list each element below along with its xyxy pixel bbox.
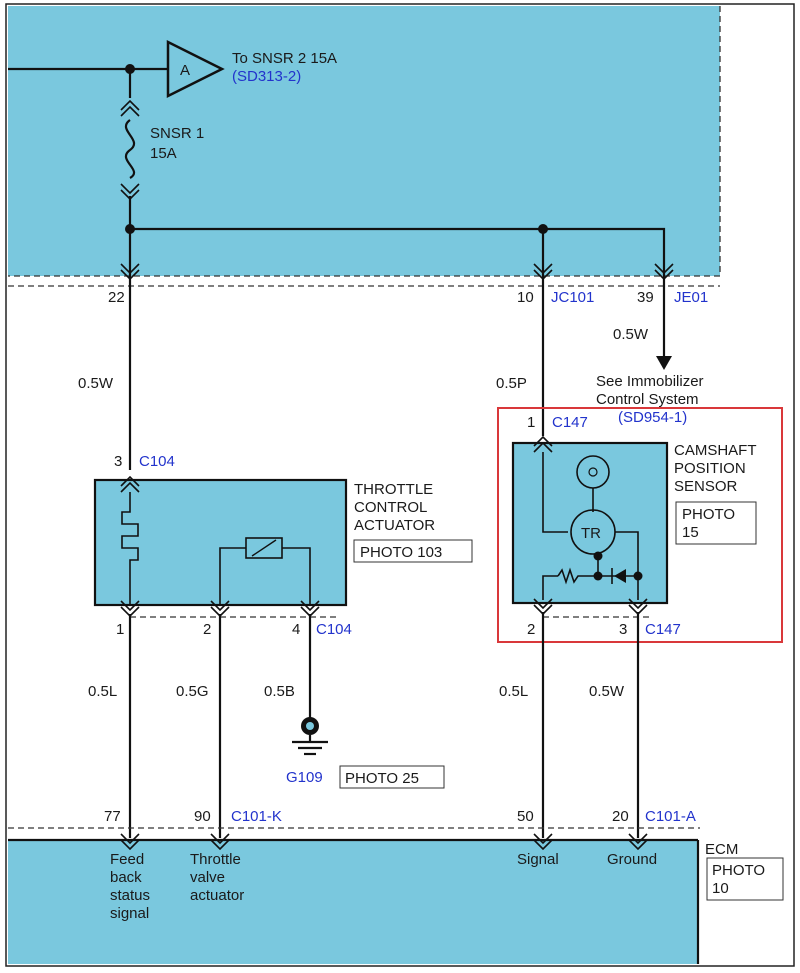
ecm-pin20: 20	[612, 808, 629, 825]
wire-39-note-line2: Control System	[596, 391, 699, 408]
ecm-photo-line1[interactable]: PHOTO	[712, 862, 765, 879]
solenoid-icon	[219, 537, 311, 605]
wire-10-color: 0.5P	[496, 375, 527, 392]
wire-10-connector[interactable]: JC101	[551, 289, 594, 306]
ground-name[interactable]: G109	[286, 769, 323, 786]
ecm-label77-line4: signal	[110, 905, 149, 922]
ecm-label90-line1: Throttle	[190, 851, 241, 868]
camshaft-color2: 0.5L	[499, 683, 528, 700]
connector-a-ref[interactable]: (SD313-2)	[232, 68, 301, 85]
camshaft-highlight	[497, 407, 783, 643]
ecm-label90-line2: valve	[190, 869, 225, 886]
wire-10-terminal-icon	[533, 263, 553, 281]
throttle-photo[interactable]: PHOTO 103	[360, 544, 442, 561]
camshaft-title-line3: SENSOR	[674, 478, 738, 495]
ground-photo[interactable]: PHOTO 25	[345, 770, 419, 787]
camshaft-tr-label: TR	[581, 525, 601, 542]
ecm-label77-line1: Feed	[110, 851, 144, 868]
camshaft-title-line1: CAMSHAFT	[674, 442, 757, 459]
ecm-pin77-terminal-icon	[120, 833, 140, 851]
wire-22-color: 0.5W	[78, 375, 114, 392]
ecm-label77-line2: back	[110, 869, 142, 886]
power-panel	[8, 6, 720, 276]
throttle-pin1: 1	[116, 621, 124, 638]
ecm-panel	[8, 840, 698, 964]
camshaft-title-line2: POSITION	[674, 460, 746, 477]
ecm-label90-line3: actuator	[190, 887, 244, 904]
camshaft-color3: 0.5W	[589, 683, 625, 700]
throttle-title-line1: THROTTLE	[354, 481, 433, 498]
wire-39-note-line1: See Immobilizer	[596, 373, 704, 390]
ecm-pin20-terminal-icon	[628, 833, 648, 851]
connector-a: A	[166, 39, 225, 99]
fuse-icon	[120, 69, 140, 229]
throttle-top-pin: 3	[114, 453, 122, 470]
motor-coil-icon	[121, 492, 139, 605]
camshaft-pin3: 3	[619, 621, 627, 638]
throttle-title-line3: ACTUATOR	[354, 517, 435, 534]
fuse-rating: 15A	[150, 145, 177, 162]
throttle-title-line2: CONTROL	[354, 499, 427, 516]
camshaft-photo-line1[interactable]: PHOTO	[682, 506, 735, 523]
sensor-circuit-icon	[542, 452, 643, 600]
ecm-pin50-terminal-icon	[533, 833, 553, 851]
connector-a-letter: A	[180, 62, 190, 79]
camshaft-top-terminal-icon	[533, 435, 553, 453]
wire-22-terminal-icon	[120, 263, 140, 281]
wire-39-connector[interactable]: JE01	[674, 289, 708, 306]
ecm-connector-k[interactable]: C101-K	[231, 808, 282, 825]
throttle-top-terminal-icon	[120, 475, 140, 493]
wire-10-pin: 10	[517, 289, 534, 306]
throttle-color2: 0.5G	[176, 683, 209, 700]
ecm-pin77: 77	[104, 808, 121, 825]
wire-39-pin: 39	[637, 289, 654, 306]
fuse-name: SNSR 1	[150, 125, 204, 142]
ecm-label77-line3: status	[110, 887, 150, 904]
camshaft-sensor-box	[511, 441, 669, 605]
throttle-photo-box[interactable]	[353, 539, 473, 563]
ecm-label20: Ground	[607, 851, 657, 868]
power-panel-dashed-edge	[8, 6, 721, 277]
wire-39-color: 0.5W	[613, 326, 649, 343]
throttle-color1: 0.5L	[88, 683, 117, 700]
throttle-top-connector[interactable]: C104	[139, 453, 175, 470]
wire-39-arrow-icon	[656, 356, 672, 370]
camshaft-photo-line2[interactable]: 15	[682, 524, 699, 541]
connector-a-label: To SNSR 2 15A	[232, 50, 337, 67]
camshaft-bottom-connector[interactable]: C147	[645, 621, 681, 638]
camshaft-photo-box[interactable]	[675, 501, 757, 545]
ground-icon	[292, 717, 328, 756]
ecm-connector-a[interactable]: C101-A	[645, 808, 696, 825]
camshaft-pin2: 2	[527, 621, 535, 638]
ecm-label50: Signal	[517, 851, 559, 868]
camshaft-top-pin: 1	[527, 414, 535, 431]
wire-39-terminal-icon	[654, 263, 674, 281]
ecm-name: ECM	[705, 841, 738, 858]
wire-39-note-ref[interactable]: (SD954-1)	[618, 409, 687, 426]
ecm-photo-line2[interactable]: 10	[712, 880, 729, 897]
throttle-pin4: 4	[292, 621, 300, 638]
ecm-pin50: 50	[517, 808, 534, 825]
ground-photo-box[interactable]	[339, 765, 445, 789]
throttle-pin2: 2	[203, 621, 211, 638]
throttle-bottom-connector[interactable]: C104	[316, 621, 352, 638]
throttle-color4: 0.5B	[264, 683, 295, 700]
camshaft-top-connector[interactable]: C147	[552, 414, 588, 431]
wire-22-pin: 22	[108, 289, 125, 306]
ecm-pin90-terminal-icon	[210, 833, 230, 851]
ecm-photo-box[interactable]	[706, 857, 784, 901]
power-bus	[130, 227, 666, 268]
ecm-pin90: 90	[194, 808, 211, 825]
diagram-border	[5, 3, 795, 967]
